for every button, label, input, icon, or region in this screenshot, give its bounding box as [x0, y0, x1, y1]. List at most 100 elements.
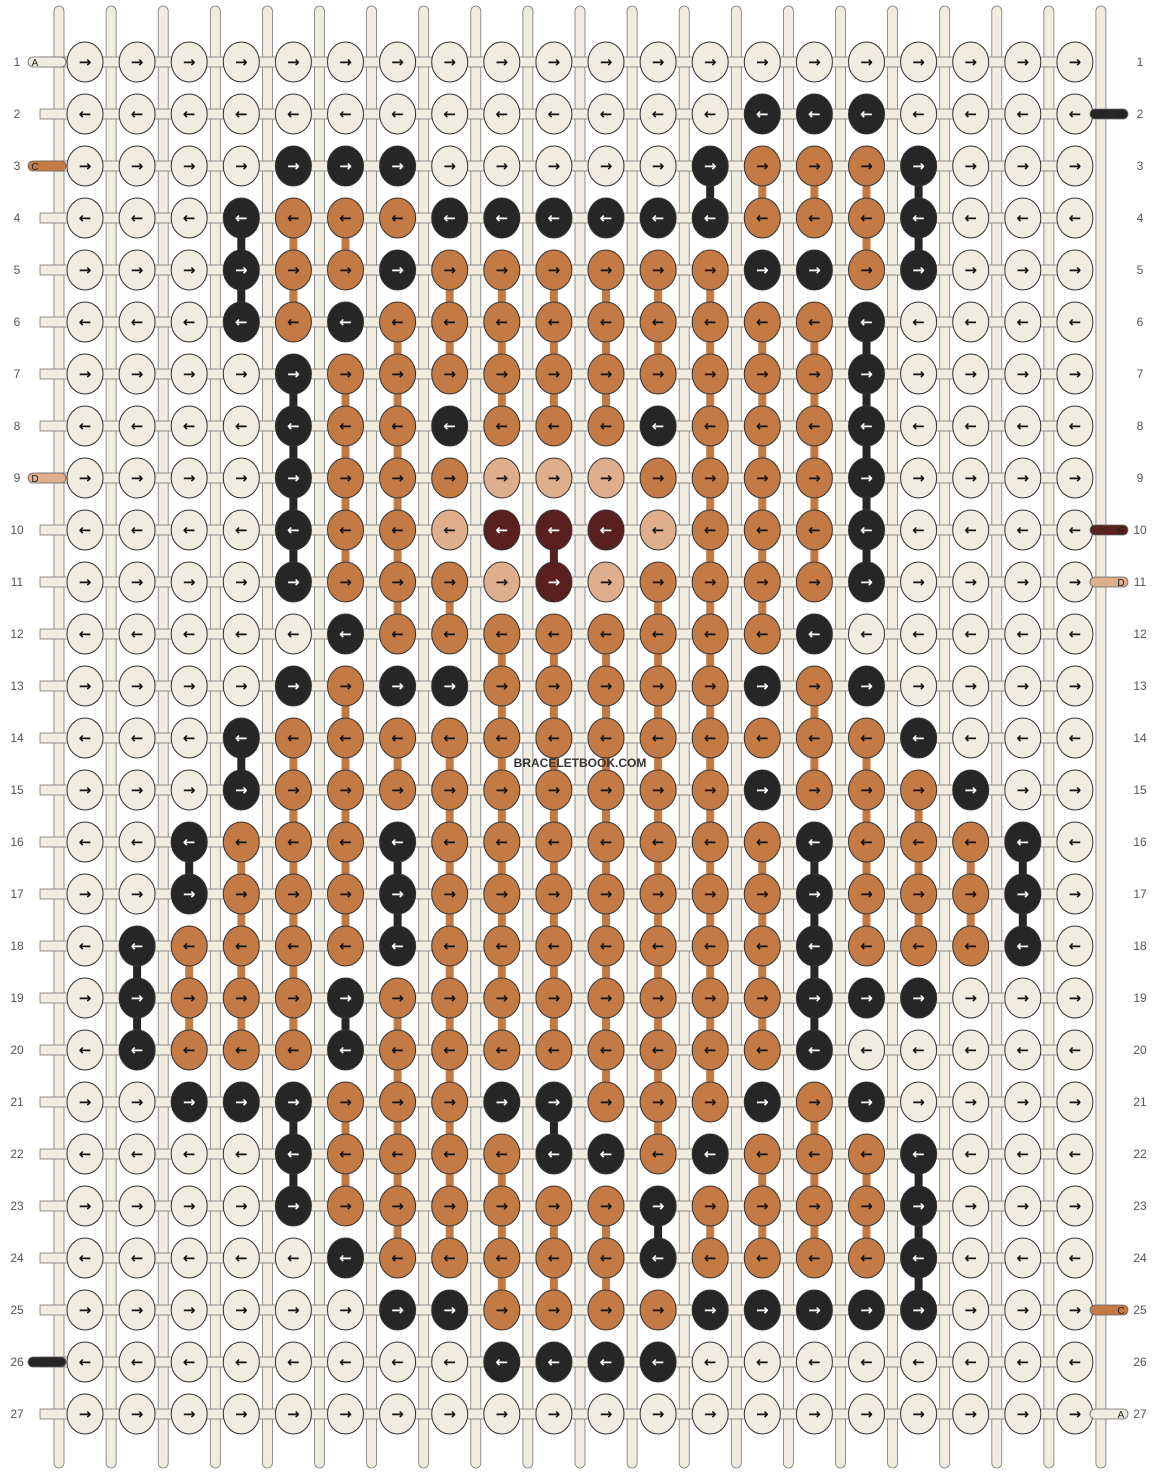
arrow-left-icon: ← — [548, 1353, 561, 1371]
row-number-left: 1 — [14, 55, 21, 69]
knot: → — [274, 1185, 312, 1227]
knot-oval — [795, 145, 833, 187]
knot: → — [1004, 977, 1042, 1019]
row-number-left: 21 — [10, 1095, 24, 1109]
knot: → — [900, 145, 938, 187]
knot-oval — [1056, 613, 1094, 655]
arrow-right-icon: → — [131, 469, 144, 487]
knot-oval — [483, 561, 521, 603]
row-number-right: 25 — [1133, 1303, 1147, 1317]
knot-oval — [118, 1237, 156, 1279]
arrow-right-icon: → — [600, 53, 613, 71]
knot: ← — [66, 93, 104, 135]
knot-oval — [743, 1029, 781, 1071]
knot: ← — [952, 613, 990, 655]
arrow-left-icon: ← — [443, 833, 456, 851]
knot-oval — [952, 145, 990, 187]
knot: ← — [587, 1237, 625, 1279]
knot: → — [691, 769, 729, 811]
arrow-left-icon: ← — [652, 417, 665, 435]
knot-oval — [327, 873, 364, 915]
knot-oval — [66, 1341, 104, 1383]
arrow-left-icon: ← — [600, 313, 613, 331]
arrow-left-icon: ← — [652, 1249, 665, 1267]
knot-oval — [1056, 1081, 1094, 1123]
knot-oval — [900, 665, 938, 707]
arrow-right-icon: → — [1069, 781, 1082, 799]
knot-oval — [379, 41, 417, 83]
knot-oval — [639, 1289, 677, 1331]
knot: → — [691, 1289, 729, 1331]
row-number-left: 4 — [14, 211, 21, 225]
knot-oval — [1056, 665, 1094, 707]
string-tag-bar — [27, 1356, 67, 1368]
knot-oval — [379, 197, 417, 239]
arrow-left-icon: ← — [391, 417, 404, 435]
knot: ← — [431, 1029, 469, 1071]
knot: ← — [431, 1133, 469, 1175]
knot-oval — [327, 41, 364, 83]
knot-oval — [691, 145, 729, 187]
string-tag-label: B — [1118, 110, 1125, 121]
arrow-right-icon: → — [756, 1301, 769, 1319]
knot-oval — [535, 93, 573, 135]
arrow-right-icon: → — [652, 365, 665, 383]
knot-oval — [848, 769, 885, 811]
arrow-right-icon: → — [652, 781, 665, 799]
knot-oval — [66, 1081, 104, 1123]
arrow-right-icon: → — [183, 677, 196, 695]
knot-oval — [170, 1081, 208, 1123]
knot: → — [431, 769, 469, 811]
knot: ← — [379, 1237, 417, 1279]
arrow-right-icon: → — [391, 1301, 404, 1319]
row-number-right: 17 — [1133, 887, 1147, 901]
knot-oval — [431, 821, 469, 863]
arrow-right-icon: → — [183, 885, 196, 903]
knot-oval — [587, 561, 625, 603]
knot: ← — [1056, 925, 1094, 967]
arrow-left-icon: ← — [131, 729, 144, 747]
knot: → — [274, 353, 312, 395]
arrow-left-icon: ← — [808, 417, 821, 435]
knot: ← — [587, 93, 625, 135]
knot-oval — [170, 1341, 208, 1383]
knot: → — [587, 1185, 625, 1227]
knot-oval — [118, 1081, 156, 1123]
arrow-left-icon: ← — [287, 209, 300, 227]
knot-oval — [535, 249, 573, 291]
knot-oval — [1056, 197, 1094, 239]
knot: ← — [691, 821, 729, 863]
knot-oval — [900, 301, 938, 343]
knot-oval — [170, 41, 208, 83]
knot: ← — [1004, 301, 1042, 343]
knot: → — [900, 1289, 938, 1331]
knot: ← — [639, 613, 677, 655]
knot: → — [431, 665, 469, 707]
knot-oval — [639, 1237, 677, 1279]
knot-oval — [66, 561, 104, 603]
arrow-right-icon: → — [79, 53, 92, 71]
knot-oval — [743, 1393, 781, 1435]
arrow-right-icon: → — [912, 885, 925, 903]
knot: ← — [274, 717, 312, 759]
knot: ← — [222, 1029, 260, 1071]
knot-oval — [1004, 1341, 1042, 1383]
knot-oval — [431, 925, 469, 967]
row-number-left: 13 — [10, 679, 24, 693]
knot-oval — [743, 1289, 781, 1331]
arrow-right-icon: → — [443, 885, 456, 903]
arrow-right-icon: → — [496, 261, 509, 279]
knot: → — [118, 1393, 156, 1435]
knot: ← — [222, 301, 260, 343]
knot-oval — [795, 613, 833, 655]
arrow-right-icon: → — [1069, 157, 1082, 175]
knot: ← — [639, 93, 677, 135]
knot-oval — [1056, 1029, 1094, 1071]
knot: → — [691, 561, 729, 603]
knot: ← — [952, 405, 990, 447]
arrow-right-icon: → — [964, 1093, 977, 1111]
knot: ← — [118, 509, 156, 551]
knot-oval — [1004, 1029, 1042, 1071]
knot: ← — [222, 509, 260, 551]
arrow-right-icon: → — [964, 53, 977, 71]
